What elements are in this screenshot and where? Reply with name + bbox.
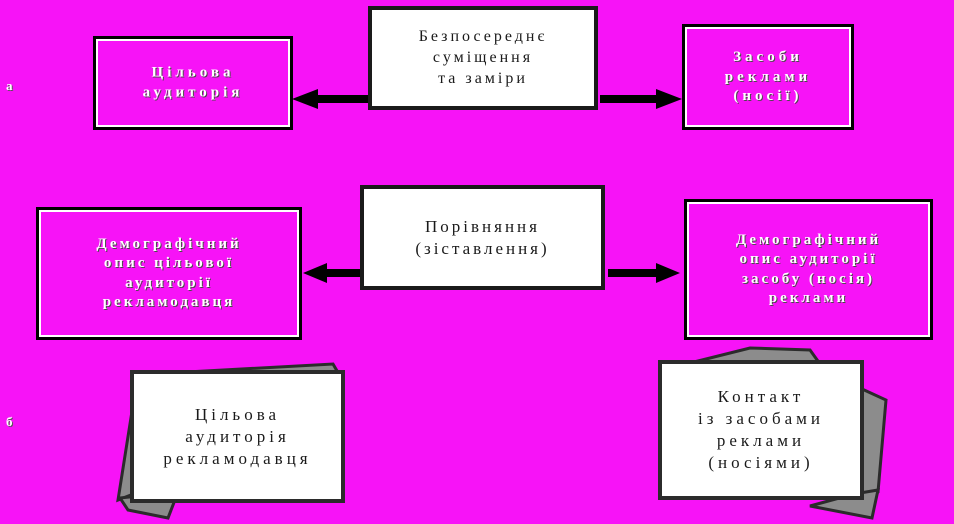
box-direct-matching[interactable]: Безпосереднє суміщення та заміри: [368, 6, 598, 110]
document-contact-with-media-label: Контакт із засобами реклами (носіями): [697, 386, 825, 473]
document-contact-with-media[interactable]: Контакт із засобами реклами (носіями): [650, 344, 910, 524]
arrow-left-row-a: [292, 88, 372, 110]
section-label-b: б: [6, 414, 13, 429]
box-target-audience-label: Цільова аудиторія: [142, 64, 244, 101]
box-demographic-advertiser-label: Демографічний опис цільової аудиторії ре…: [96, 235, 242, 311]
section-label-a: а: [6, 78, 13, 93]
arrow-right-row-a: [600, 88, 682, 110]
box-direct-matching-label: Безпосереднє суміщення та заміри: [418, 27, 548, 87]
document-front-sheet[interactable]: Цільова аудиторія рекламодавця: [130, 370, 345, 503]
document-target-audience-advertiser-label: Цільова аудиторія рекламодавця: [163, 404, 312, 468]
box-comparison[interactable]: Порівняння (зіставлення): [360, 185, 605, 290]
arrow-right-row-b: [608, 262, 680, 284]
box-demographic-media-label: Демографічний опис аудиторії засобу (нос…: [735, 231, 882, 307]
box-comparison-label: Порівняння (зіставлення): [415, 216, 550, 258]
box-demographic-media[interactable]: Демографічний опис аудиторії засобу (нос…: [684, 199, 933, 340]
document-front-sheet[interactable]: Контакт із засобами реклами (носіями): [658, 360, 864, 500]
document-target-audience-advertiser[interactable]: Цільова аудиторія рекламодавця: [108, 350, 358, 524]
arrow-left-row-b: [303, 262, 365, 284]
box-advertising-media[interactable]: Засоби реклами (носії): [682, 24, 854, 130]
box-target-audience[interactable]: Цільова аудиторія: [93, 36, 293, 130]
box-advertising-media-label: Засоби реклами (носії): [724, 48, 812, 104]
box-demographic-advertiser[interactable]: Демографічний опис цільової аудиторії ре…: [36, 207, 302, 340]
